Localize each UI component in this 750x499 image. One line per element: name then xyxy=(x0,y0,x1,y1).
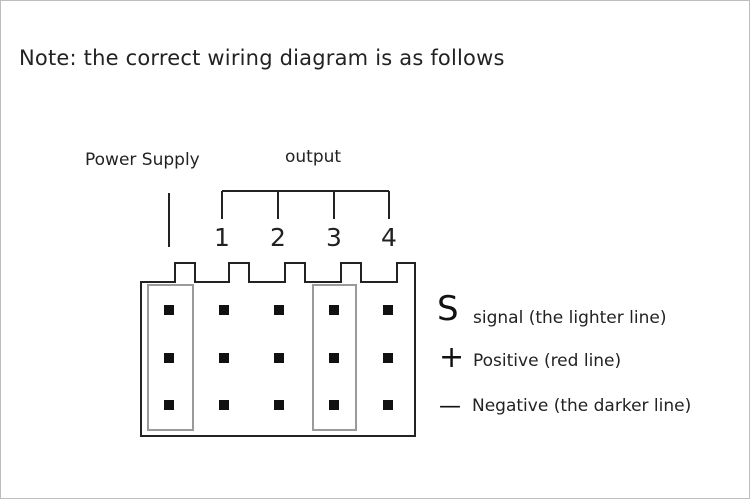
legend-signal-text: signal (the lighter line) xyxy=(473,308,667,328)
pin-number-4: 4 xyxy=(381,223,397,252)
legend-positive-symbol: + xyxy=(439,340,465,375)
power-supply-label: Power Supply xyxy=(85,150,200,170)
legend-signal-symbol: S xyxy=(437,289,459,329)
pin-number-2: 2 xyxy=(270,223,286,252)
pin-square xyxy=(164,400,174,410)
legend-negative-text: Negative (the darker line) xyxy=(472,396,692,416)
pin-square xyxy=(383,305,393,315)
pin-square xyxy=(164,305,174,315)
connector-housing xyxy=(140,262,416,437)
pin3-column-box xyxy=(312,284,357,431)
pin-square xyxy=(329,353,339,363)
note-text: Note: the correct wiring diagram is as f… xyxy=(19,46,505,70)
pin-square xyxy=(329,400,339,410)
output-label: output xyxy=(285,147,342,167)
power-column-box xyxy=(147,284,194,431)
legend-positive-text: Positive (red line) xyxy=(473,351,622,371)
pin-square xyxy=(274,400,284,410)
pin-square xyxy=(274,305,284,315)
pin-square xyxy=(274,353,284,363)
pin-square xyxy=(329,305,339,315)
pin-number-3: 3 xyxy=(326,223,342,252)
pin-square xyxy=(164,353,174,363)
pin-square xyxy=(219,305,229,315)
pin-grid xyxy=(164,305,393,410)
pin-square xyxy=(219,400,229,410)
output-bracket xyxy=(221,190,390,219)
pin-square xyxy=(219,353,229,363)
legend-negative-symbol: — xyxy=(439,394,461,419)
pin-square xyxy=(383,400,393,410)
pin-number-1: 1 xyxy=(214,223,230,252)
pin-square xyxy=(383,353,393,363)
